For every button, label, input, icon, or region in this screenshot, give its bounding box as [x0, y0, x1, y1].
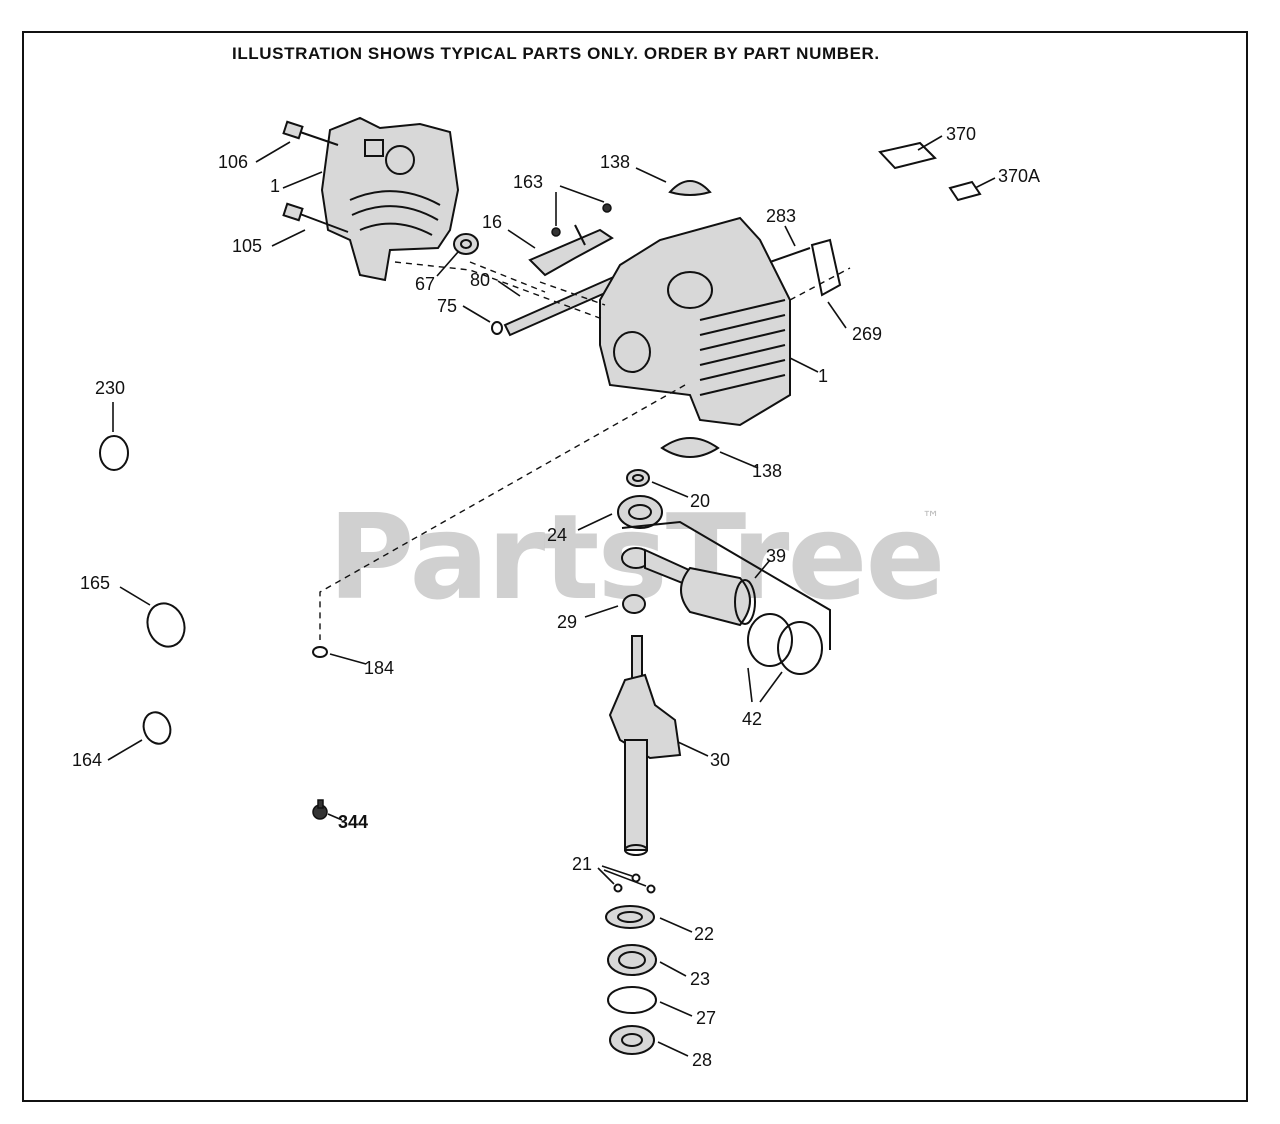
cap-138-bottom-part[interactable] [660, 437, 720, 458]
callout-370a[interactable]: 370A [998, 166, 1040, 186]
ring-230-part[interactable] [99, 435, 129, 471]
callout-269[interactable]: 269 [852, 324, 882, 344]
screw-163-part[interactable] [551, 203, 612, 237]
callout-138-bottom[interactable]: 138 [752, 461, 782, 481]
callout-23[interactable]: 23 [690, 969, 710, 989]
assembly-guide-line [469, 261, 546, 293]
callout-75[interactable]: 75 [437, 296, 457, 316]
callout-21[interactable]: 21 [572, 854, 592, 874]
callout-29[interactable]: 29 [557, 612, 577, 632]
assembly-guide-line [319, 384, 686, 640]
callout-27[interactable]: 27 [696, 1008, 716, 1028]
fitting-344-part[interactable] [312, 799, 328, 820]
washer-22-part[interactable] [605, 905, 655, 929]
diagram-border [22, 31, 1248, 1102]
callout-24[interactable]: 24 [547, 525, 567, 545]
callout-138-top[interactable]: 138 [600, 152, 630, 172]
washer-75-part[interactable] [491, 321, 503, 335]
callout-39[interactable]: 39 [766, 546, 786, 566]
pin-283-part[interactable] [769, 247, 811, 263]
callout-344[interactable]: 344 [338, 812, 368, 832]
callout-106[interactable]: 106 [218, 152, 248, 172]
plug-184-part[interactable] [312, 646, 328, 658]
callout-230[interactable]: 230 [95, 378, 125, 398]
assembly-guide-line [394, 261, 606, 321]
callout-42[interactable]: 42 [742, 709, 762, 729]
governor-arm-16-part[interactable] [528, 224, 614, 277]
bearing-23-part[interactable] [607, 944, 657, 976]
seal-28-part[interactable] [609, 1025, 655, 1055]
crankcase-cover-part[interactable] [320, 116, 460, 282]
diagram-header: ILLUSTRATION SHOWS TYPICAL PARTS ONLY. O… [232, 44, 880, 63]
piston-rings-42-part[interactable] [747, 613, 823, 675]
callout-16[interactable]: 16 [482, 212, 502, 232]
ring-165-part[interactable] [142, 598, 191, 652]
callout-20[interactable]: 20 [690, 491, 710, 511]
assembly-guide-line [789, 267, 851, 301]
decal-370-part[interactable] [878, 141, 937, 170]
callout-28[interactable]: 28 [692, 1050, 712, 1070]
leader-lines [107, 135, 996, 1057]
seal-67-part[interactable] [453, 233, 479, 255]
callout-164[interactable]: 164 [72, 750, 102, 770]
decal-370a-part[interactable] [948, 180, 982, 202]
callout-370[interactable]: 370 [946, 124, 976, 144]
cap-138-top-part[interactable] [668, 180, 712, 196]
callout-1-cover[interactable]: 1 [270, 176, 280, 196]
seal-20-part[interactable] [626, 469, 650, 487]
callout-67[interactable]: 67 [415, 274, 435, 294]
ring-27-part[interactable] [607, 986, 657, 1014]
callout-163[interactable]: 163 [513, 172, 543, 192]
connecting-rod-piston-39-part[interactable] [621, 520, 831, 650]
callout-22[interactable]: 22 [694, 924, 714, 944]
callout-283[interactable]: 283 [766, 206, 796, 226]
cylinder-block-part[interactable] [599, 216, 791, 427]
callout-184[interactable]: 184 [364, 658, 394, 678]
gasket-269-part[interactable] [810, 238, 842, 297]
assembly-guide-line [539, 281, 606, 306]
callout-30[interactable]: 30 [710, 750, 730, 770]
ring-164-part[interactable] [139, 709, 174, 748]
bolt-106-part[interactable] [282, 120, 339, 146]
balls-21-part[interactable] [613, 873, 656, 894]
bolt-105-part[interactable] [282, 202, 349, 233]
bearing-24-part[interactable] [617, 495, 663, 529]
callout-1-block[interactable]: 1 [818, 366, 828, 386]
crankshaft-30-part[interactable] [608, 635, 682, 856]
needle-bearing-29-part[interactable] [622, 594, 646, 614]
trademark-symbol: ™ [922, 508, 940, 529]
callout-165[interactable]: 165 [80, 573, 110, 593]
callout-80[interactable]: 80 [470, 270, 490, 290]
callout-105[interactable]: 105 [232, 236, 262, 256]
